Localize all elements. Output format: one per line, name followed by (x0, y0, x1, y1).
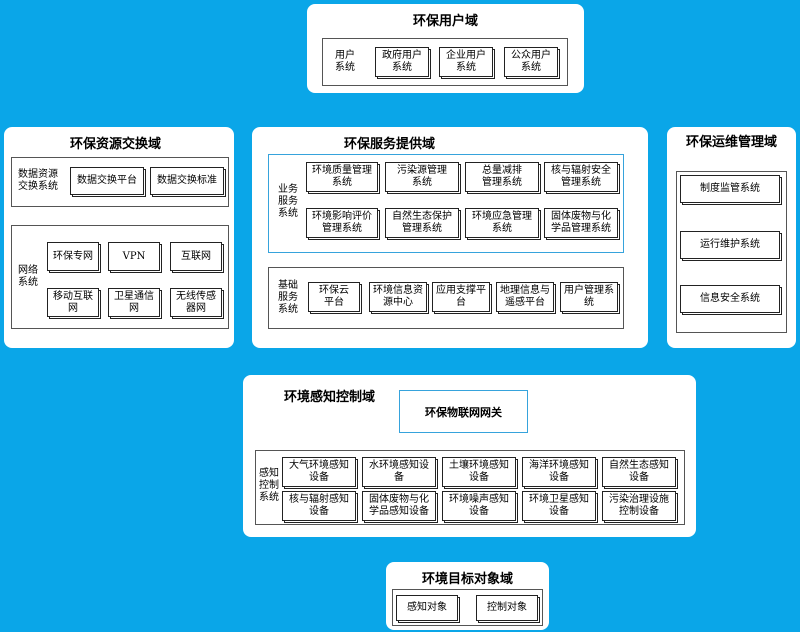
soil-sensing-device: 土壤环境感知 设备 (442, 457, 516, 487)
pollution-control-device: 污染治理设施 控制设备 (602, 491, 676, 521)
user-domain-title: 环保用户域 (412, 14, 478, 29)
sensing-domain-title: 环境感知控制域 (284, 390, 376, 405)
air-sensing-device: 大气环境感知 设备 (282, 457, 356, 487)
ecology-sensing-device: 自然生态感知 设备 (602, 457, 676, 487)
ecology-protection-mgmt: 自然生态保护 管理系统 (385, 208, 459, 238)
iot-gateway: 环保物联网网关 (399, 390, 528, 433)
pollution-source-mgmt: 污染源管理 系统 (385, 162, 459, 192)
solid-waste-sensing-device: 固体废物与化 学品感知设备 (362, 491, 436, 521)
internet-network: 互联网 (170, 242, 222, 271)
geo-remote-sensing-platform: 地理信息与 遥感平台 (496, 282, 554, 312)
user-domain: 环保用户域 用户 系统 政府用户 系统 企业用户 系统 公众用户 系统 (307, 4, 584, 93)
data-exchange-platform: 数据交换平台 (70, 167, 144, 195)
vpn-network: VPN (108, 242, 160, 271)
env-quality-mgmt: 环境质量管理 系统 (306, 162, 378, 192)
mobile-internet-network: 移动互联 网 (47, 288, 99, 317)
ops-domain: 环保运维管理域 制度监管系统 运行维护系统 信息安全系统 (667, 127, 796, 348)
env-info-resource-center: 环境信息资 源中心 (369, 282, 427, 312)
sensing-domain: 环境感知控制域 环保物联网网关 感知 控制 系统 大气环境感知 设备 水环境感知… (243, 375, 696, 537)
network-label: 网络 系统 (18, 265, 38, 288)
satellite-network: 卫星通信 网 (108, 288, 160, 317)
sensing-system-label: 感知 控制 系统 (259, 468, 279, 503)
solid-waste-chemical-mgmt: 固体废物与化 学品管理系统 (544, 208, 618, 238)
regulation-supervision-system: 制度监管系统 (680, 175, 780, 203)
user-mgmt-system: 用户管理系 统 (560, 282, 618, 312)
ocean-sensing-device: 海洋环境感知 设备 (522, 457, 596, 487)
operation-maintenance-system: 运行维护系统 (680, 231, 780, 259)
data-exchange-standard: 数据交换标准 (150, 167, 224, 195)
emergency-mgmt: 环境应急管理 系统 (465, 208, 539, 238)
env-cloud-platform: 环保云 平台 (308, 282, 360, 312)
gov-user-system: 政府用户 系统 (375, 47, 429, 77)
service-domain-title: 环保服务提供域 (344, 137, 436, 152)
water-sensing-device: 水环境感知设 备 (362, 457, 436, 487)
emission-reduction-mgmt: 总量减排 管理系统 (465, 162, 539, 192)
nuclear-radiation-mgmt: 核与辐射安全 管理系统 (544, 162, 618, 192)
ops-domain-title: 环保运维管理域 (685, 135, 777, 150)
business-service-label: 业务 服务 系统 (278, 184, 298, 219)
user-system-label: 用户 系统 (335, 50, 355, 73)
exchange-domain: 环保资源交换域 数据资源 交换系统 数据交换平台 数据交换标准 网络 系统 环保… (4, 127, 234, 348)
public-user-system: 公众用户 系统 (504, 47, 558, 77)
base-service-label: 基础 服务 系统 (278, 280, 298, 315)
radiation-sensing-device: 核与辐射感知 设备 (282, 491, 356, 521)
target-domain: 环境目标对象域 感知对象 控制对象 (386, 562, 549, 630)
data-exchange-label: 数据资源 交换系统 (18, 169, 58, 192)
enterprise-user-system: 企业用户 系统 (439, 47, 493, 77)
info-security-system: 信息安全系统 (680, 285, 780, 313)
sensing-object: 感知对象 (396, 595, 458, 621)
noise-sensing-device: 环境噪声感知 设备 (442, 491, 516, 521)
app-support-platform: 应用支撑平 台 (432, 282, 490, 312)
target-domain-title: 环境目标对象域 (421, 572, 513, 587)
wireless-sensor-network: 无线传感 器网 (170, 288, 222, 317)
service-domain: 环保服务提供域 业务 服务 系统 环境质量管理 系统 污染源管理 系统 总量减排… (252, 127, 648, 348)
eia-mgmt: 环境影响评价 管理系统 (306, 208, 378, 238)
satellite-sensing-device: 环境卫星感知 设备 (522, 491, 596, 521)
env-private-network: 环保专网 (47, 242, 99, 271)
control-object: 控制对象 (476, 595, 538, 621)
exchange-domain-title: 环保资源交换域 (70, 137, 162, 152)
